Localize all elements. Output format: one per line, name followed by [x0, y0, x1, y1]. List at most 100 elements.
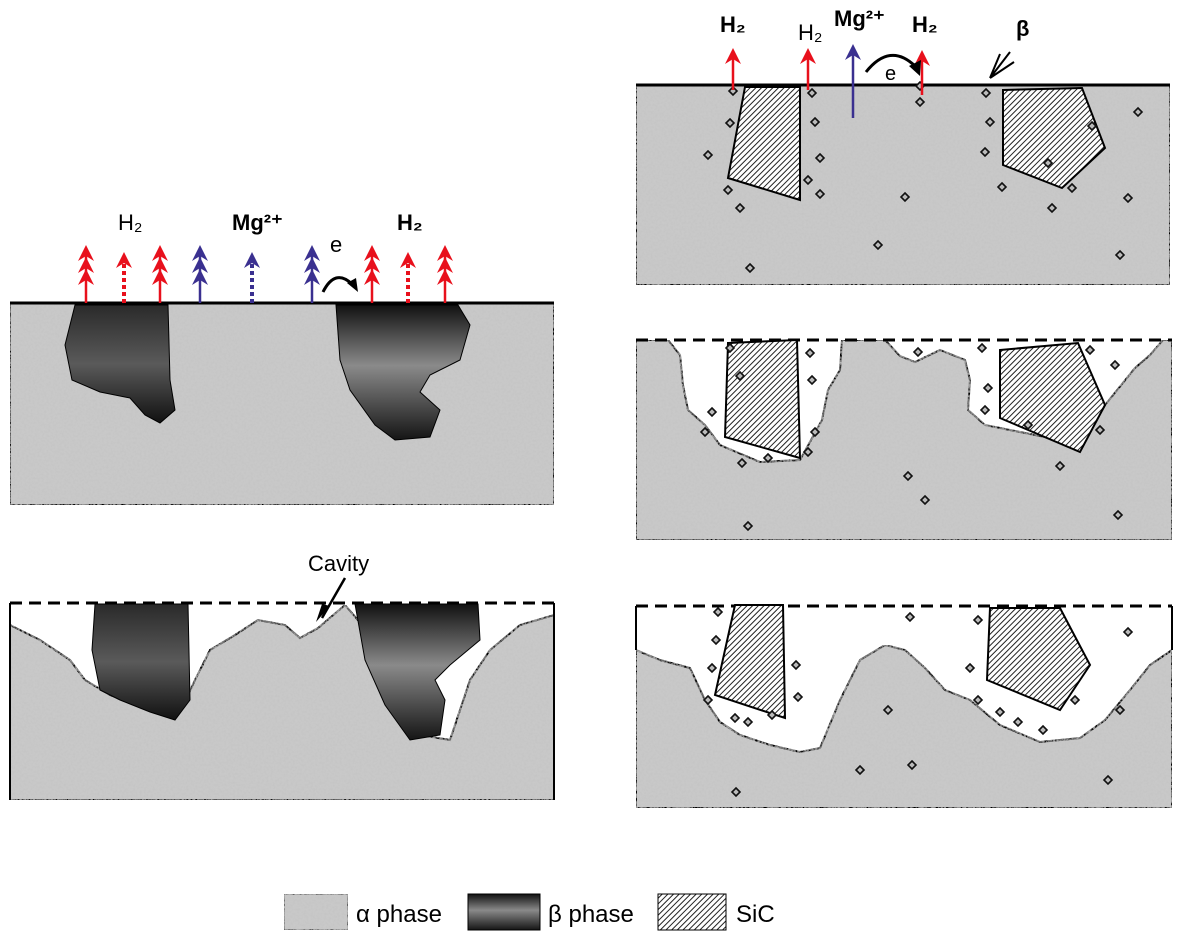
- gas-ion-arrows: [78, 245, 453, 303]
- beta-particle: [1114, 249, 1126, 261]
- beta-particle: [1042, 157, 1054, 169]
- beta-pointer-arrow: [989, 51, 1015, 79]
- beta-phase-left: [91, 603, 191, 721]
- sic-particle: [985, 607, 1092, 712]
- beta-particle: [722, 184, 734, 196]
- beta-particle: [744, 262, 756, 274]
- beta-particle: [996, 181, 1008, 193]
- legend: α phase β phase SiC: [283, 893, 775, 931]
- panel-cavity-formation: Cavity: [9, 551, 555, 801]
- beta-particle: [1094, 424, 1106, 436]
- beta-particle: [1066, 182, 1078, 194]
- mg-ion-arrow: [304, 245, 320, 303]
- beta-particle: [1054, 460, 1066, 472]
- beta-particle: [730, 786, 742, 798]
- h2-label: H₂: [912, 12, 938, 37]
- panel-composite-initial: H₂ H₂ Mg²⁺ e H₂ β: [635, 6, 1171, 286]
- h2-arrow: [800, 48, 816, 90]
- beta-particle: [854, 764, 866, 776]
- beta-particle: [1069, 694, 1081, 706]
- beta-particle: [964, 662, 976, 674]
- beta-particle: [906, 759, 918, 771]
- beta-particle: [734, 370, 746, 382]
- beta-particle: [724, 117, 736, 129]
- beta-particle: [742, 520, 754, 532]
- beta-particle: [1102, 774, 1114, 786]
- beta-particle: [1109, 359, 1121, 371]
- beta-particle: [1084, 344, 1096, 356]
- beta-particle: [979, 146, 991, 158]
- beta-particle: [1112, 509, 1124, 521]
- beta-particle: [802, 174, 814, 186]
- h2-label: H₂: [118, 210, 142, 235]
- beta-particle: [1122, 626, 1134, 638]
- sic-particle: [713, 604, 787, 720]
- beta-particle: [762, 452, 774, 464]
- beta-phase-right: [335, 304, 471, 441]
- beta-particle: [814, 152, 826, 164]
- legend-swatch-sic: [657, 893, 727, 931]
- legend-label: α phase: [356, 901, 442, 928]
- beta-particle: [804, 347, 816, 359]
- beta-particle: [902, 470, 914, 482]
- beta-particle: [904, 611, 916, 623]
- h2-label: H₂: [720, 12, 746, 37]
- beta-particle: [972, 614, 984, 626]
- beta-particle: [727, 85, 739, 97]
- beta-particle: [699, 426, 711, 438]
- cavity-pointer-arrow: [316, 604, 330, 622]
- beta-particle: [809, 116, 821, 128]
- h2-arrow: [364, 245, 380, 303]
- beta-particle: [912, 346, 924, 358]
- beta-particle: [980, 87, 992, 99]
- beta-particle: [1122, 192, 1134, 204]
- legend-label: β phase: [548, 901, 634, 928]
- beta-particle: [976, 342, 988, 354]
- beta-label: β: [1016, 16, 1029, 41]
- beta-particle: [706, 406, 718, 418]
- beta-particle: [914, 96, 926, 108]
- mg-ion-label: Mg²⁺: [232, 210, 283, 235]
- h2-label: H₂: [397, 210, 423, 235]
- beta-particle: [806, 374, 818, 386]
- beta-phase-left: [64, 304, 176, 424]
- sic-particle: [1002, 86, 1107, 190]
- beta-particle: [972, 694, 984, 706]
- beta-particle: [802, 446, 814, 458]
- electron-label: e: [885, 63, 896, 85]
- beta-particle: [702, 149, 714, 161]
- electron-transfer-arrow: [864, 53, 917, 73]
- h2-arrow: [725, 48, 741, 90]
- beta-particle: [1022, 419, 1034, 431]
- beta-particle: [736, 457, 748, 469]
- beta-particle: [766, 709, 778, 721]
- beta-particle: [1114, 704, 1126, 716]
- beta-particle: [899, 191, 911, 203]
- beta-particle: [814, 188, 826, 200]
- beta-particle: [1046, 202, 1058, 214]
- beta-particle: [872, 239, 884, 251]
- beta-particle: [742, 716, 754, 728]
- beta-particle: [1037, 724, 1049, 736]
- h2-arrow: [78, 245, 94, 303]
- h2-arrow: [437, 245, 453, 303]
- panel-composite-intermediate: [635, 338, 1173, 541]
- beta-particle: [919, 494, 931, 506]
- sic-particle: [726, 86, 801, 202]
- cavity-label: Cavity: [308, 551, 369, 576]
- h2-arrow: [400, 252, 416, 303]
- electron-label: e: [330, 232, 342, 257]
- legend-label: SiC: [736, 901, 775, 928]
- beta-particle: [1086, 120, 1098, 132]
- beta-particle: [702, 694, 714, 706]
- beta-particle: [979, 404, 991, 416]
- mg-ion-arrow: [192, 245, 208, 303]
- h2-label: H₂: [798, 20, 822, 45]
- beta-particle: [790, 659, 802, 671]
- beta-particle: [710, 634, 722, 646]
- beta-particle: [806, 87, 818, 99]
- mg-ion-arrow: [244, 252, 260, 303]
- beta-particle: [982, 382, 994, 394]
- panel-initial-galvanic: H₂ Mg²⁺ e H₂: [9, 210, 555, 506]
